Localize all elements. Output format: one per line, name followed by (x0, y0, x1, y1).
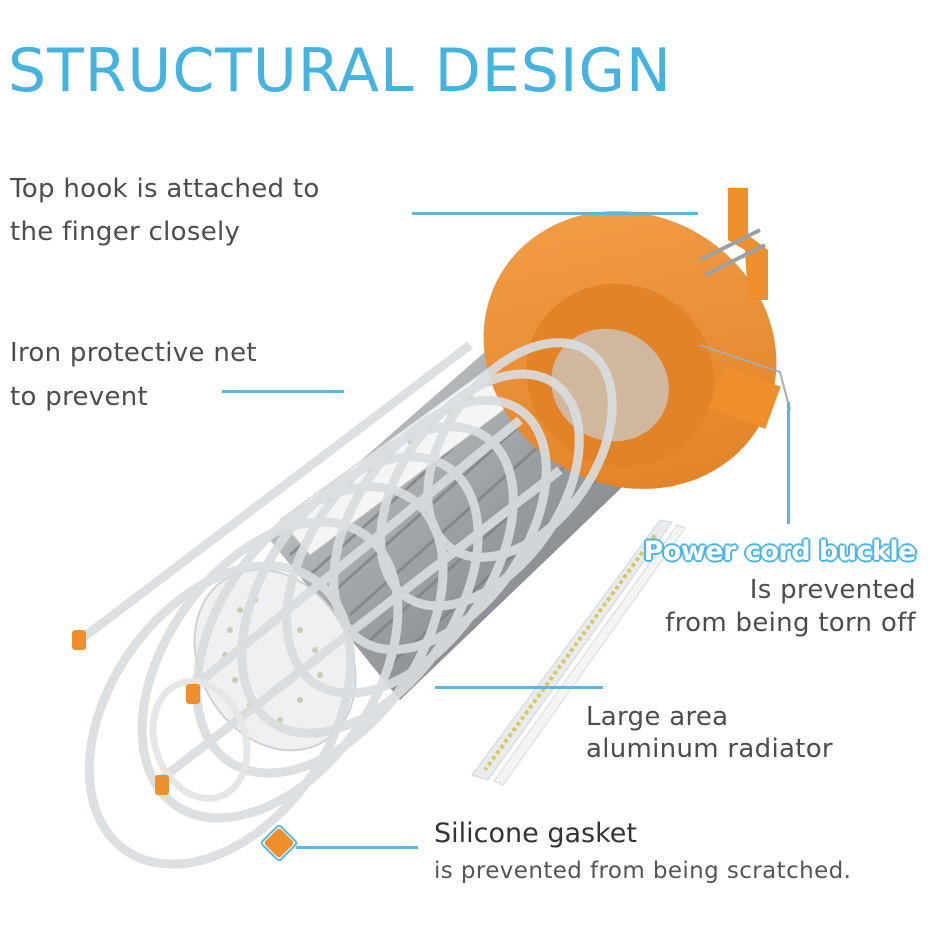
power-cord-text-line1: Is prevented (749, 575, 916, 605)
radiator-leader (435, 686, 603, 689)
gasket-leader (296, 846, 418, 849)
top-hook-leader (412, 212, 698, 215)
top-hook-text-line2: the finger closely (10, 217, 241, 247)
gasket-subtext: is prevented from being scratched. (434, 858, 852, 884)
radiator-text-line1: Large area (586, 702, 729, 732)
top-hook-text-line1: Top hook is attached to (10, 174, 320, 204)
power-cord-heading: Power cord buckle (643, 536, 917, 567)
led-strip-illustration (471, 519, 686, 786)
orange-end-cap (483, 188, 791, 489)
iron-net-leader (222, 390, 344, 393)
iron-net-text-line2: to prevent (10, 382, 149, 412)
power-cord-text-line2: from being torn off (665, 608, 916, 638)
page-title: STRUCTURAL DESIGN (8, 36, 672, 106)
radiator-text-line2: aluminum radiator (586, 734, 833, 764)
wire-cage (77, 338, 617, 869)
gasket-heading: Silicone gasket (434, 818, 637, 849)
cage-tips (72, 630, 298, 862)
iron-net-text-line1: Iron protective net (10, 338, 257, 368)
power-cord-leader (787, 402, 790, 524)
